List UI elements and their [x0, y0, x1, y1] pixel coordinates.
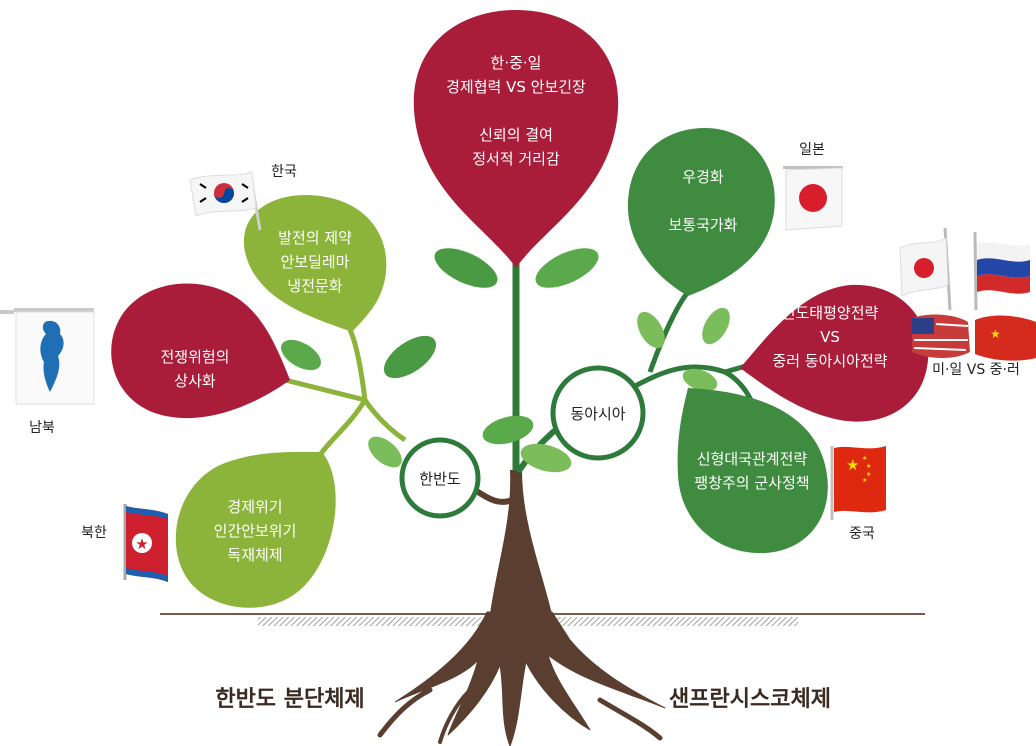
korea-line-2: 안보딜레마: [280, 253, 349, 271]
japan-flag: [783, 166, 843, 231]
both-line-2: 상사화: [174, 372, 216, 390]
roots: [377, 611, 666, 746]
china-line-2: 팽창주의 군사정책: [694, 474, 809, 492]
china-label: 중국: [849, 526, 875, 542]
south-korea-label: 한국: [271, 164, 297, 180]
svg-text:★: ★: [862, 455, 867, 462]
south-korea-flag: [189, 171, 262, 231]
leaf-north-korea: [175, 451, 336, 608]
japan-line-2: 보통국가화: [668, 216, 737, 234]
svg-text:★: ★: [866, 463, 871, 470]
trunk: [490, 470, 552, 614]
svg-text:★: ★: [135, 535, 148, 553]
leaf-small: [637, 311, 665, 349]
strategy-line-2: VS: [820, 328, 840, 346]
rivalry-label: 미·일 VS 중·러: [932, 362, 1020, 378]
leaf-small: [535, 248, 599, 288]
strategy-line-3: 중러 동아시아전략: [772, 352, 887, 370]
both-koreas-label: 남북: [29, 420, 55, 436]
svg-text:★: ★: [990, 327, 1001, 341]
leaf-small: [383, 335, 437, 379]
japan-line-1: 우경화: [682, 168, 724, 186]
north-line-2: 인간안보위기: [214, 522, 297, 540]
hub-east-asia-label: 동아시아: [570, 405, 625, 423]
north-korea-flag: ★: [123, 504, 168, 582]
svg-text:★: ★: [846, 456, 859, 474]
japan-label: 일본: [799, 142, 825, 158]
leaf-japan: [627, 128, 775, 296]
rivalry-image: ★: [899, 227, 1036, 361]
china-flag: ★ ★★★★: [830, 446, 886, 520]
leaf-both-koreas: [111, 283, 290, 419]
leaf-small: [482, 415, 534, 445]
both-line-1: 전쟁위험의: [160, 348, 229, 366]
leaf-small: [434, 248, 498, 288]
leaf-small: [520, 443, 572, 473]
svg-text:★: ★: [862, 477, 867, 484]
china-line-1: 신형대국관계전략: [697, 450, 808, 468]
leaf-strategy: [740, 284, 929, 422]
north-korea-label: 북한: [81, 525, 107, 541]
center-line-3: 신뢰의 결여: [479, 126, 553, 144]
svg-text:★: ★: [866, 471, 871, 478]
hub-hanbando: [399, 437, 481, 519]
center-line-4: 정서적 거리감: [472, 150, 560, 168]
leaf-small: [682, 368, 718, 392]
leaf-small: [702, 307, 730, 345]
hub-hanbando-label: 한반도: [419, 470, 461, 488]
leaf-south-korea: [243, 195, 387, 332]
branch-to-hanbando: [473, 487, 514, 505]
root-left-title: 한반도 분단체제: [215, 687, 364, 712]
leaf-small: [368, 436, 402, 468]
unification-flag: [0, 308, 95, 405]
leaf-small: [281, 339, 321, 371]
hub-east-asia: [550, 365, 646, 461]
north-line-1: 경제위기: [227, 498, 282, 516]
leaf-china: [677, 388, 828, 554]
left-stems: [284, 328, 407, 457]
strategy-line-1: 인도태평양전략: [782, 304, 879, 322]
north-line-3: 독재체제: [227, 546, 282, 564]
small-leaves: [281, 248, 730, 473]
center-line-1: 한·중·일: [491, 54, 542, 72]
korea-line-1: 발전의 제약: [278, 229, 352, 247]
center-line-2: 경제협력 VS 안보긴장: [446, 78, 586, 96]
leaf-center: [413, 10, 619, 268]
root-right-title: 샌프란시스코체제: [669, 687, 831, 712]
korea-line-3: 냉전문화: [287, 277, 342, 295]
